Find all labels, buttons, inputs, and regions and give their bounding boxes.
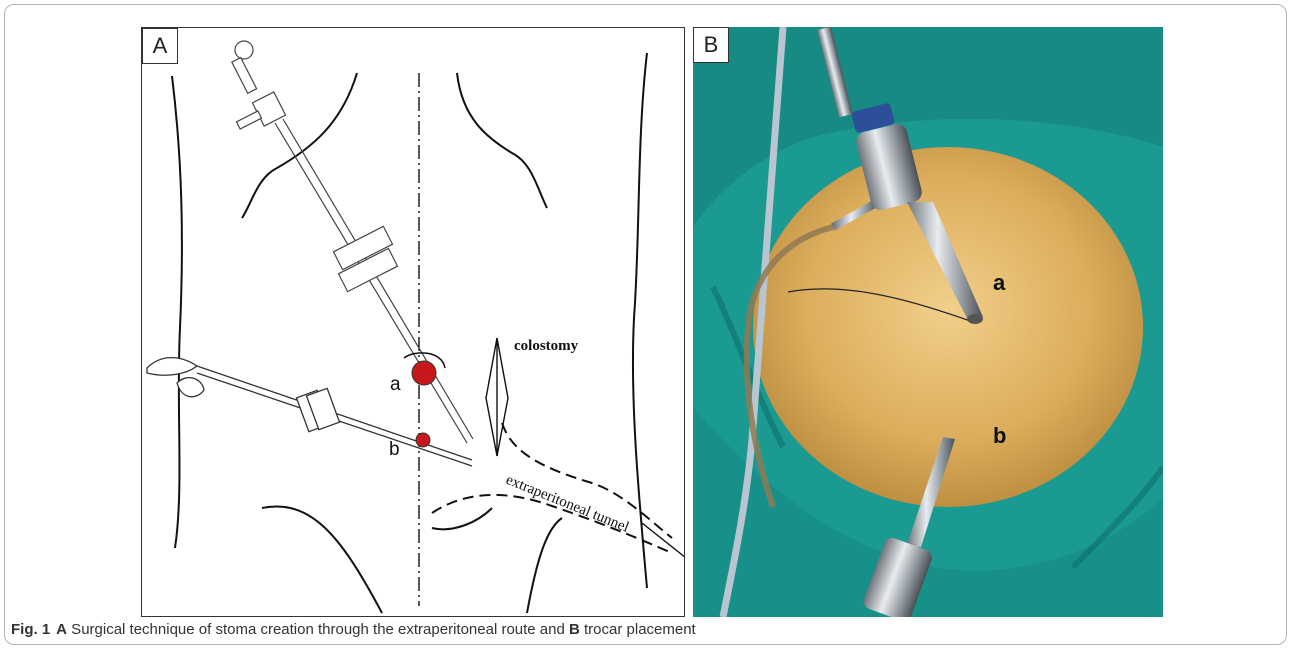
trocar-a-valve xyxy=(252,92,285,126)
left-groin-curve xyxy=(262,506,382,613)
right-rib-curve xyxy=(457,73,547,208)
colostomy-label: colostomy xyxy=(514,338,579,354)
photo-point-a-label: a xyxy=(993,270,1006,295)
photo-svg: a b xyxy=(693,27,1163,617)
trocar-a xyxy=(232,41,473,443)
trocar-a-stopcock xyxy=(236,111,261,129)
grasper-handle-top xyxy=(147,358,197,376)
lower-curve xyxy=(432,508,492,529)
panel-a-diagram: colostomy a b extraperitoneal tunnel A xyxy=(141,27,685,617)
figure-caption: Fig. 1 A Surgical technique of stoma crea… xyxy=(11,621,696,638)
right-groin-curve xyxy=(527,518,562,613)
caption-b-letter: B xyxy=(569,621,580,638)
caption-b-text: trocar placement xyxy=(580,621,696,638)
panel-a-label: A xyxy=(142,28,178,64)
left-flank-line xyxy=(172,76,182,548)
panel-b-label: B xyxy=(693,27,729,63)
colostomy-mark xyxy=(486,338,508,456)
caption-a-text: Surgical technique of stoma creation thr… xyxy=(67,621,569,638)
port-b-marker xyxy=(416,433,430,447)
trocar-a-ring xyxy=(235,41,253,59)
photo-point-b-label: b xyxy=(993,423,1006,448)
port-a-marker xyxy=(412,361,436,385)
trocar-a-handle xyxy=(232,58,257,94)
diagram-svg: colostomy a b extraperitoneal tunnel xyxy=(142,28,685,617)
grasper-handle-ring xyxy=(177,378,204,397)
trocar-a-shaft-2 xyxy=(283,119,473,439)
panel-b-photo: a b B xyxy=(693,27,1163,617)
left-rib-curve xyxy=(242,73,357,218)
caption-a-letter: A xyxy=(56,621,67,638)
tunnel-edge xyxy=(642,523,685,558)
tunnel-label: extraperitoneal tunnel xyxy=(504,472,632,536)
point-a-label: a xyxy=(390,374,401,395)
point-b-label: b xyxy=(389,439,400,460)
figure-number: Fig. 1 xyxy=(11,621,50,638)
